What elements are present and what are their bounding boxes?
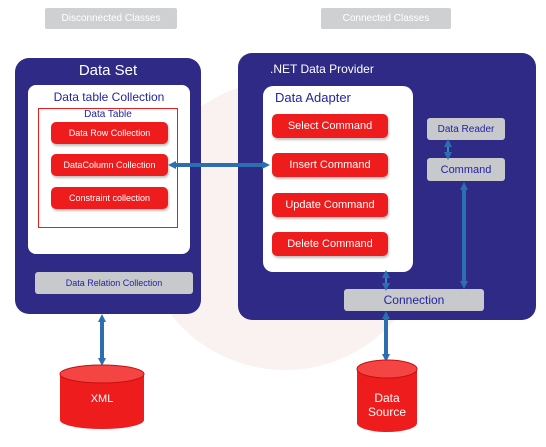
data-adapter-title: Data Adapter <box>275 90 351 105</box>
xml-cylinder <box>59 364 145 429</box>
connection-box: Connection <box>344 289 484 311</box>
xml-label: XML <box>90 393 114 405</box>
provider-title: .NET Data Provider <box>270 62 374 76</box>
data-table-collection-title: Data table Collection <box>53 90 165 104</box>
data-reader-box: Data Reader <box>427 118 505 140</box>
select-command: Select Command <box>272 114 388 138</box>
connected-classes-tag: Connected Classes <box>321 8 451 29</box>
command-box: Command <box>427 158 505 181</box>
constraint-collection: Constraint collection <box>51 187 168 209</box>
delete-command: Delete Command <box>272 232 388 256</box>
data-row-collection: Data Row Collection <box>51 122 168 144</box>
update-command: Update Command <box>272 193 388 217</box>
insert-command: Insert Command <box>272 153 388 177</box>
data-table-title: Data Table <box>84 109 132 120</box>
data-source-label-line1: Data <box>374 391 400 405</box>
data-source-cylinder <box>356 359 418 432</box>
dataset-title: Data Set <box>78 62 138 79</box>
disconnected-classes-tag: Disconnected Classes <box>45 8 177 29</box>
data-source-label-line2: Source <box>367 405 407 419</box>
data-relation-collection: Data Relation Collection <box>35 272 193 294</box>
data-column-collection: DataColumn Collection <box>51 154 168 176</box>
